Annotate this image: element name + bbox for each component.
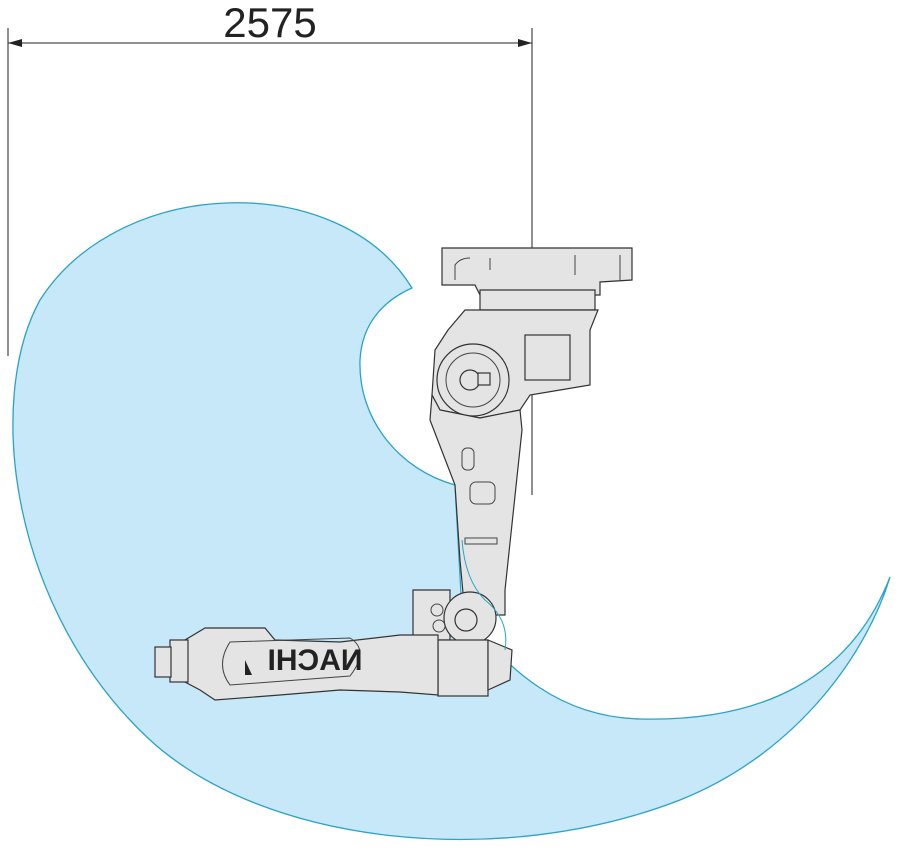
- robot-base: [441, 247, 633, 296]
- motor: [524, 334, 571, 381]
- robot-lower-arm: [429, 392, 523, 616]
- dimension-label: 2575: [223, 0, 316, 46]
- robot-forearm: [184, 627, 439, 701]
- wrist: [169, 639, 189, 683]
- brand-logo: NACHI: [268, 644, 363, 677]
- forearm-motor: [437, 639, 489, 697]
- work-envelope-area: [12, 202, 891, 841]
- dimension-annotation: 2575: [7, 0, 533, 495]
- robot-arm-drawing: NACHI: [154, 247, 633, 701]
- flange: [154, 646, 172, 678]
